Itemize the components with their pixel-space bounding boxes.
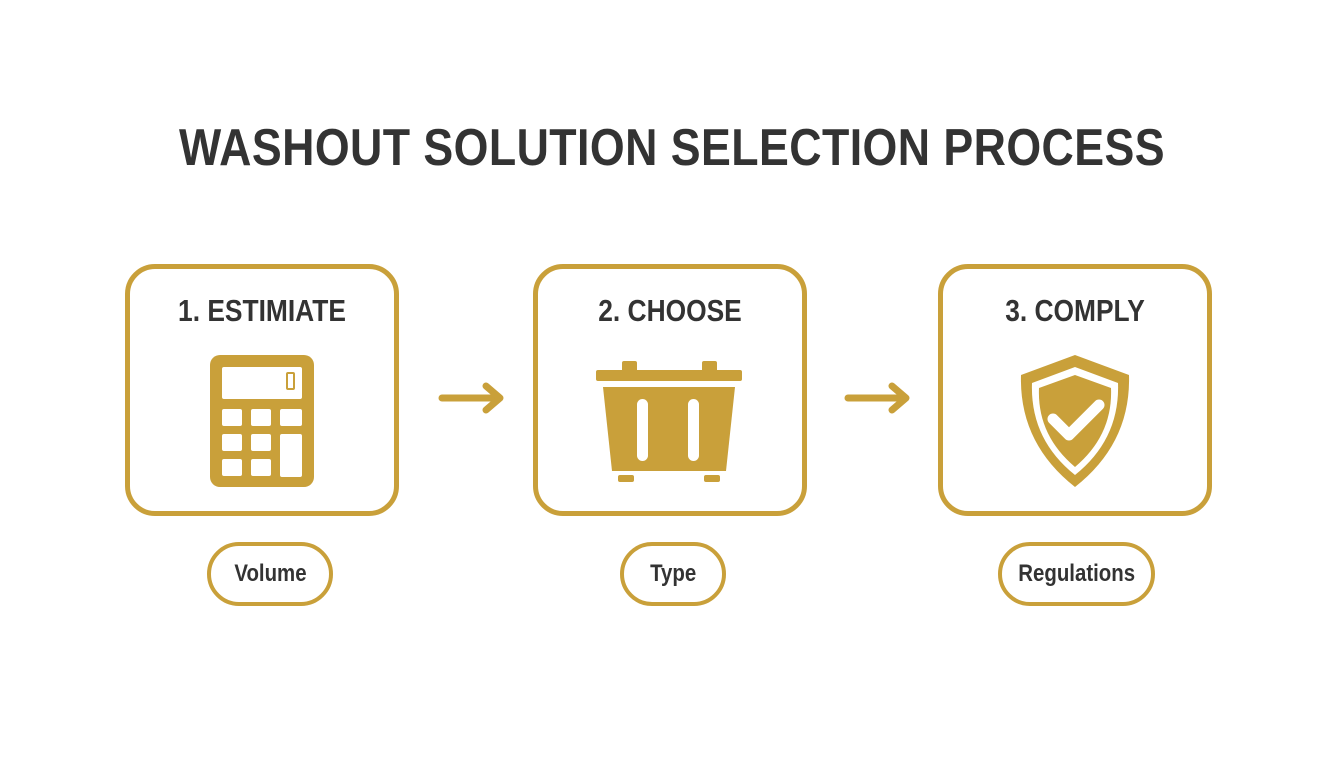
step-title: 3. COMPLY xyxy=(1005,293,1145,328)
step-card-estimate: 1. ESTIMIATE xyxy=(125,264,399,516)
arrow-right-icon xyxy=(844,380,914,421)
step-card-comply: 3. COMPLY xyxy=(938,264,1212,516)
step-title: 2. CHOOSE xyxy=(598,293,742,328)
arrow-right-icon xyxy=(438,380,508,421)
label-pill-regulations: Regulations xyxy=(998,542,1155,606)
shield-check-icon xyxy=(943,353,1207,489)
pill-label: Type xyxy=(649,560,697,587)
dumpster-container-icon xyxy=(538,361,802,485)
label-pill-volume: Volume xyxy=(207,542,333,606)
label-pill-type: Type xyxy=(620,542,726,606)
step-card-choose: 2. CHOOSE xyxy=(533,264,807,516)
pill-label: Regulations xyxy=(1018,560,1135,587)
calculator-icon xyxy=(130,355,394,487)
page-title: WASHOUT SOLUTION SELECTION PROCESS xyxy=(178,119,1166,177)
pill-label: Volume xyxy=(233,560,307,587)
step-title: 1. ESTIMIATE xyxy=(178,293,346,328)
